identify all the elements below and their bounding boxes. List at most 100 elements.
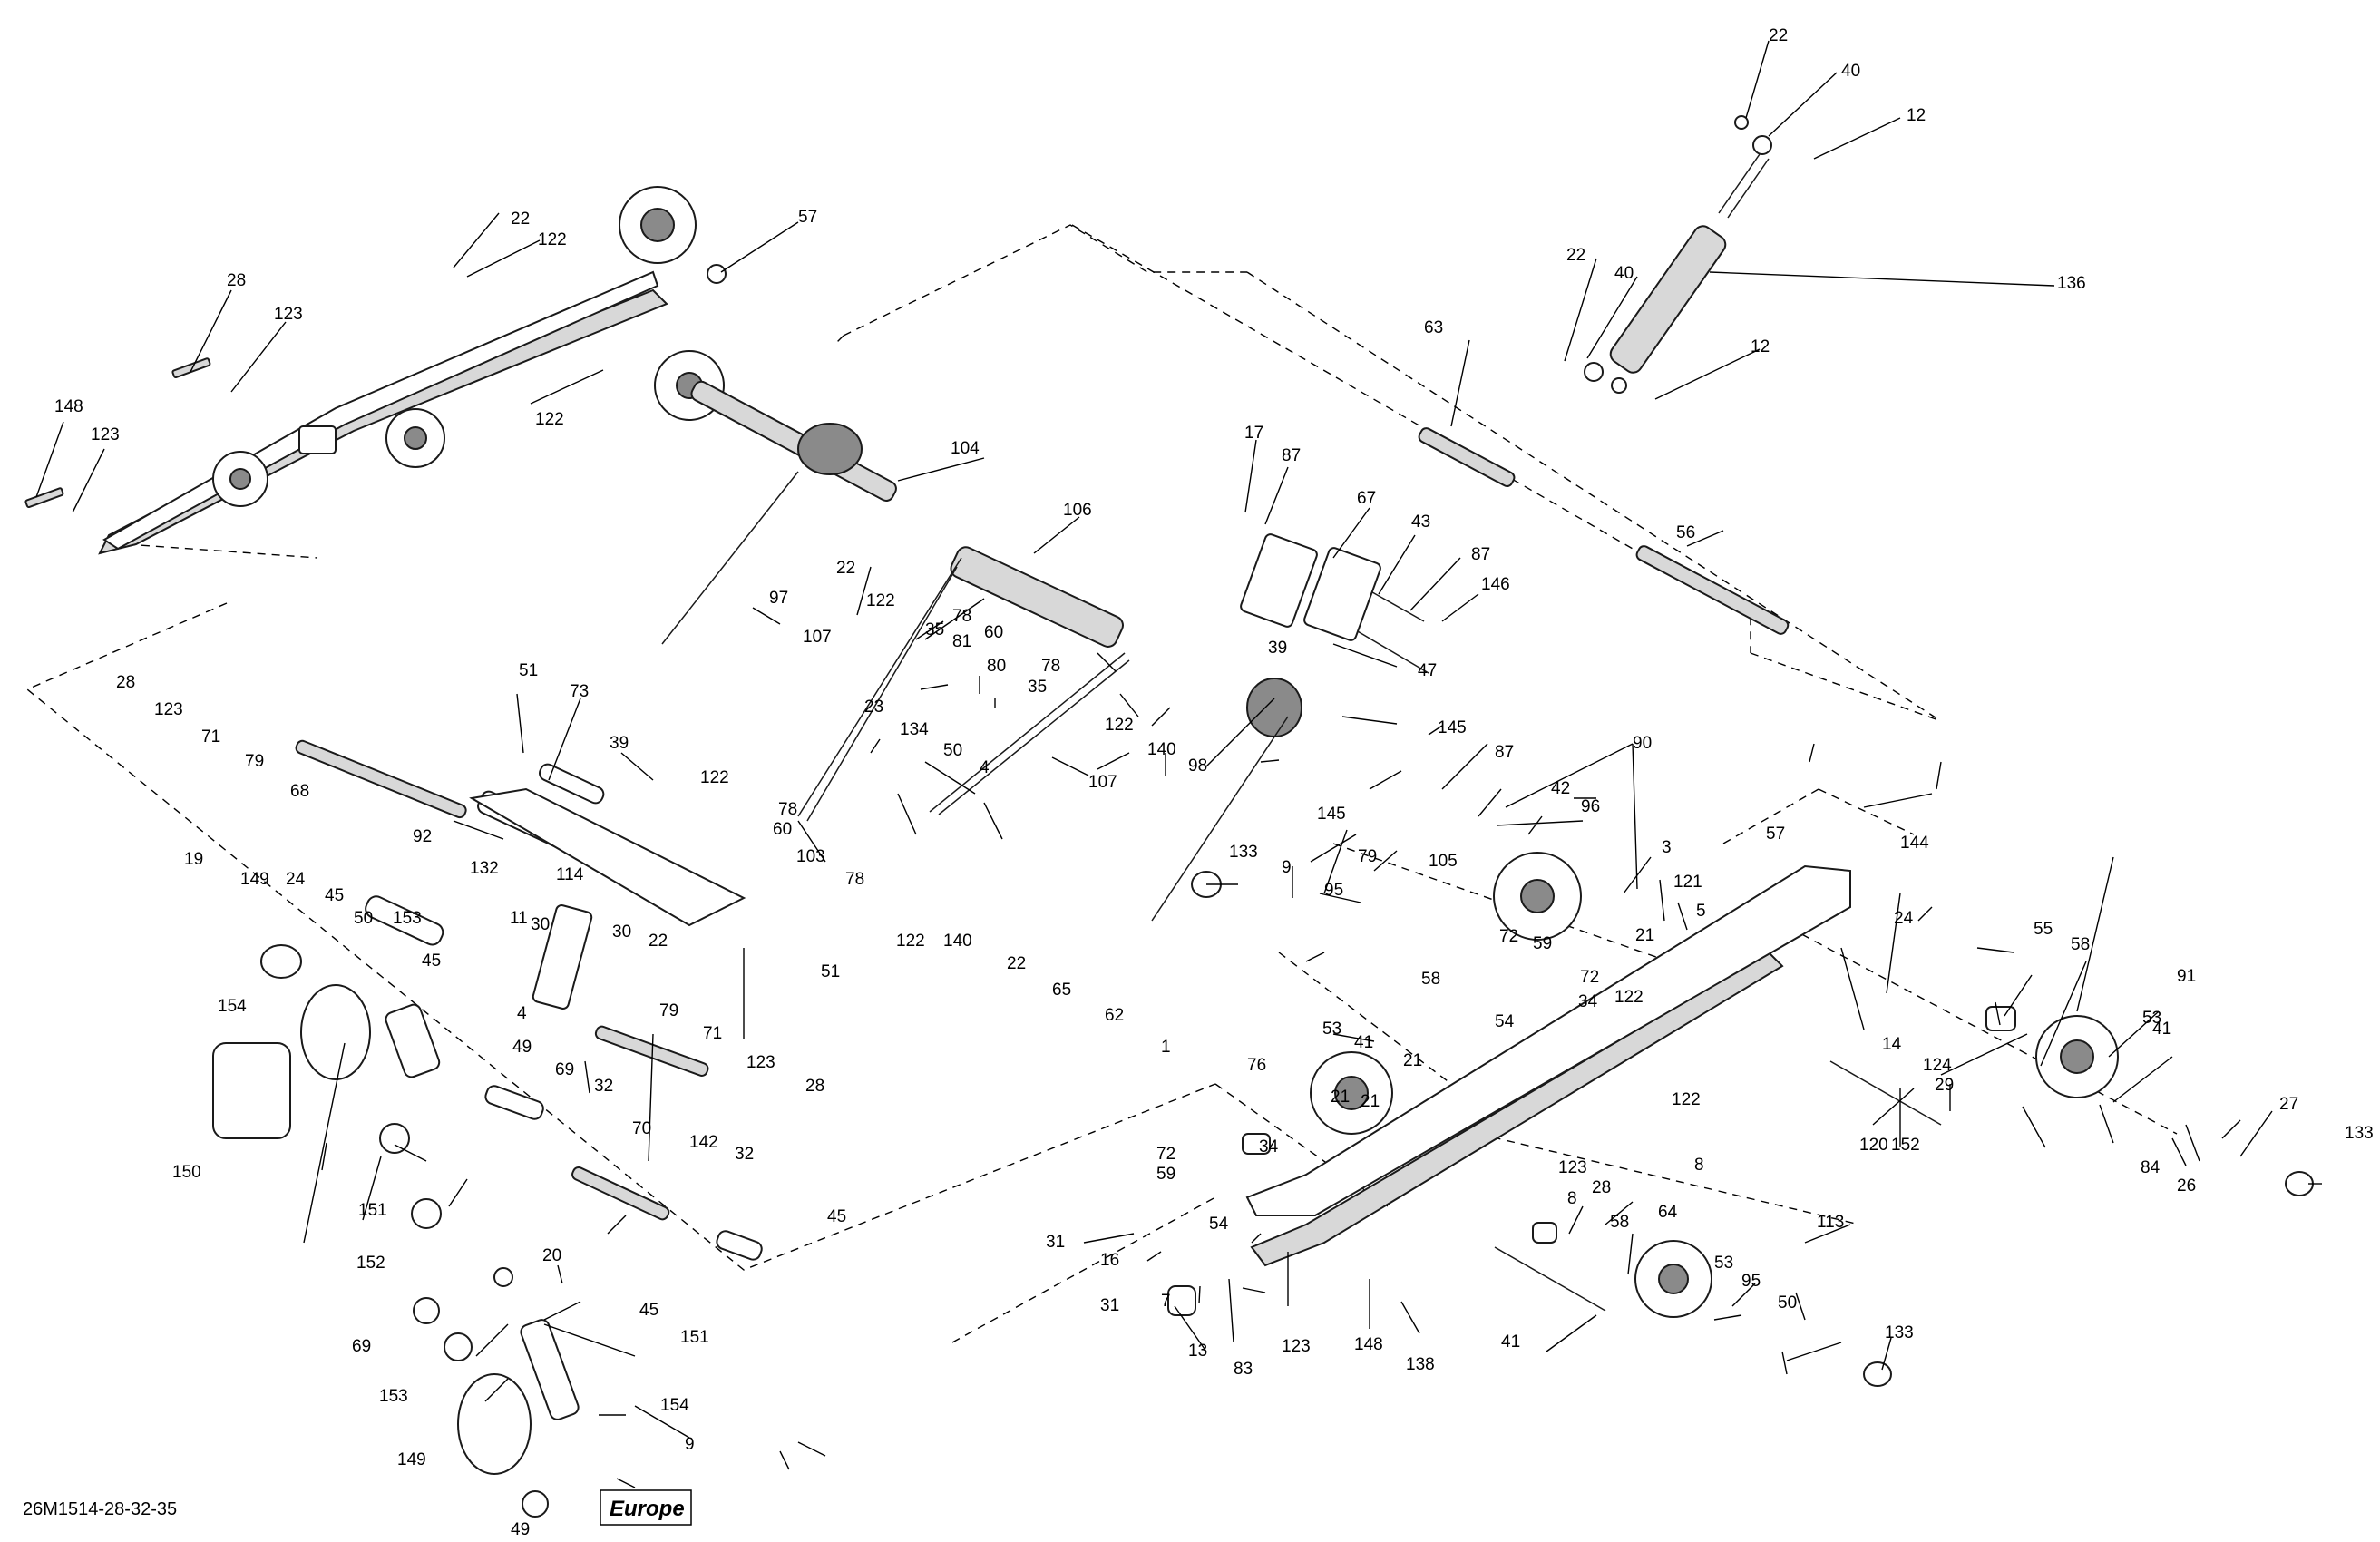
callout-label: 65 <box>1052 981 1071 1000</box>
right-rail-assembly <box>1167 852 2314 1387</box>
callout-label: 91 <box>2177 967 2196 986</box>
callout-label: 92 <box>413 827 432 846</box>
callout-label: 14 <box>1882 1035 1902 1054</box>
callout-label: 40 <box>1614 264 1634 283</box>
callout-label: 54 <box>1209 1215 1229 1234</box>
callout-label: 149 <box>397 1450 426 1469</box>
callout-label: 22 <box>1566 246 1585 265</box>
callout-label: 60 <box>773 820 792 839</box>
callout-label: 53 <box>1322 1020 1341 1039</box>
callout-label: 142 <box>689 1133 718 1152</box>
callout-label: 26 <box>2177 1176 2196 1196</box>
callout-label: 70 <box>632 1119 651 1138</box>
callout-label: 28 <box>1592 1178 1611 1197</box>
callout-label: 9 <box>685 1435 695 1454</box>
callout-label: 11 <box>510 909 528 928</box>
callout-label: 28 <box>227 271 246 290</box>
callout-label: 153 <box>379 1387 408 1406</box>
callout-label: 87 <box>1471 545 1490 564</box>
callout-label: 21 <box>1403 1051 1422 1070</box>
callout-label: 21 <box>1331 1088 1350 1107</box>
callout-label: 8 <box>1694 1156 1704 1175</box>
callout-label: 72 <box>1156 1145 1175 1164</box>
callout-label: 45 <box>422 952 441 971</box>
callout-label: 58 <box>1610 1213 1629 1232</box>
callout-label: 152 <box>1891 1136 1920 1155</box>
callout-label: 151 <box>680 1328 709 1347</box>
callout-labels: 22 40 12 57 22 122 28 123 136 22 40 12 6… <box>54 26 2374 1539</box>
leader-lines <box>35 40 2322 1488</box>
callout-label: 72 <box>1580 968 1599 987</box>
callout-label: 32 <box>735 1145 754 1164</box>
callout-label: 67 <box>1357 489 1376 508</box>
callout-label: 50 <box>943 741 962 760</box>
callout-label: 24 <box>286 870 306 889</box>
callout-label: 34 <box>1578 992 1598 1011</box>
callout-label: 5 <box>1696 902 1706 921</box>
callout-label: 95 <box>1324 881 1343 900</box>
callout-label: 58 <box>1421 970 1440 989</box>
callout-label: 149 <box>240 870 269 889</box>
callout-label: 140 <box>943 932 972 951</box>
left-rail-assembly <box>24 186 727 555</box>
callout-label: 154 <box>660 1396 689 1415</box>
callout-label: 87 <box>1495 743 1514 762</box>
callout-label: 122 <box>866 591 895 610</box>
callout-label: 124 <box>1923 1056 1952 1075</box>
callout-label: 30 <box>612 922 631 942</box>
callout-label: 150 <box>172 1163 201 1182</box>
callout-label: 122 <box>700 768 729 787</box>
callout-label: 83 <box>1234 1360 1253 1379</box>
callout-label: 73 <box>570 682 589 701</box>
callout-label: 78 <box>952 607 971 626</box>
callout-label: 145 <box>1438 718 1467 737</box>
callout-label: 133 <box>1885 1323 1914 1342</box>
callout-label: 43 <box>1411 512 1430 532</box>
callout-label: 134 <box>900 720 929 739</box>
callout-label: 146 <box>1481 575 1510 594</box>
callout-label: 8 <box>1567 1189 1577 1208</box>
callout-label: 50 <box>1778 1293 1797 1313</box>
callout-label: 22 <box>511 210 530 229</box>
callout-label: 4 <box>980 758 990 777</box>
callout-label: 122 <box>1614 988 1644 1007</box>
callout-label: 144 <box>1900 834 1929 853</box>
callout-label: 31 <box>1046 1233 1065 1252</box>
callout-label: 68 <box>290 782 309 801</box>
callout-label: 122 <box>1672 1090 1701 1109</box>
callout-label: 41 <box>1501 1332 1520 1352</box>
callout-label: 35 <box>1028 678 1047 697</box>
callout-label: 56 <box>1676 523 1695 542</box>
callout-label: 114 <box>556 865 584 884</box>
callout-label: 122 <box>535 410 564 429</box>
callout-label: 138 <box>1406 1355 1435 1374</box>
callout-label: 30 <box>531 915 550 934</box>
callout-label: 17 <box>1244 424 1263 443</box>
callout-label: 63 <box>1424 318 1443 337</box>
callout-label: 59 <box>1533 934 1552 953</box>
callout-label: 62 <box>1105 1006 1124 1025</box>
callout-label: 106 <box>1063 501 1092 520</box>
callout-label: 41 <box>1354 1033 1373 1052</box>
callout-label: 123 <box>91 425 120 444</box>
callout-label: 22 <box>1007 954 1026 973</box>
callout-label: 16 <box>1100 1251 1119 1270</box>
callout-label: 84 <box>2141 1158 2161 1177</box>
callout-label: 96 <box>1581 797 1600 816</box>
callout-label: 21 <box>1361 1092 1380 1111</box>
callout-label: 121 <box>1673 873 1702 892</box>
callout-label: 51 <box>821 962 840 981</box>
callout-label: 49 <box>511 1520 530 1539</box>
callout-label: 58 <box>2071 935 2090 954</box>
callout-label: 90 <box>1633 734 1652 753</box>
callout-label: 50 <box>354 909 373 928</box>
assembly-outlines <box>25 224 2178 1343</box>
callout-label: 22 <box>649 932 668 951</box>
callout-label: 49 <box>512 1038 532 1057</box>
callout-label: 28 <box>116 673 135 692</box>
callout-label: 1 <box>1161 1038 1171 1057</box>
center-shafts <box>654 350 1790 922</box>
callout-label: 79 <box>245 752 264 771</box>
callout-label: 98 <box>1188 756 1207 776</box>
